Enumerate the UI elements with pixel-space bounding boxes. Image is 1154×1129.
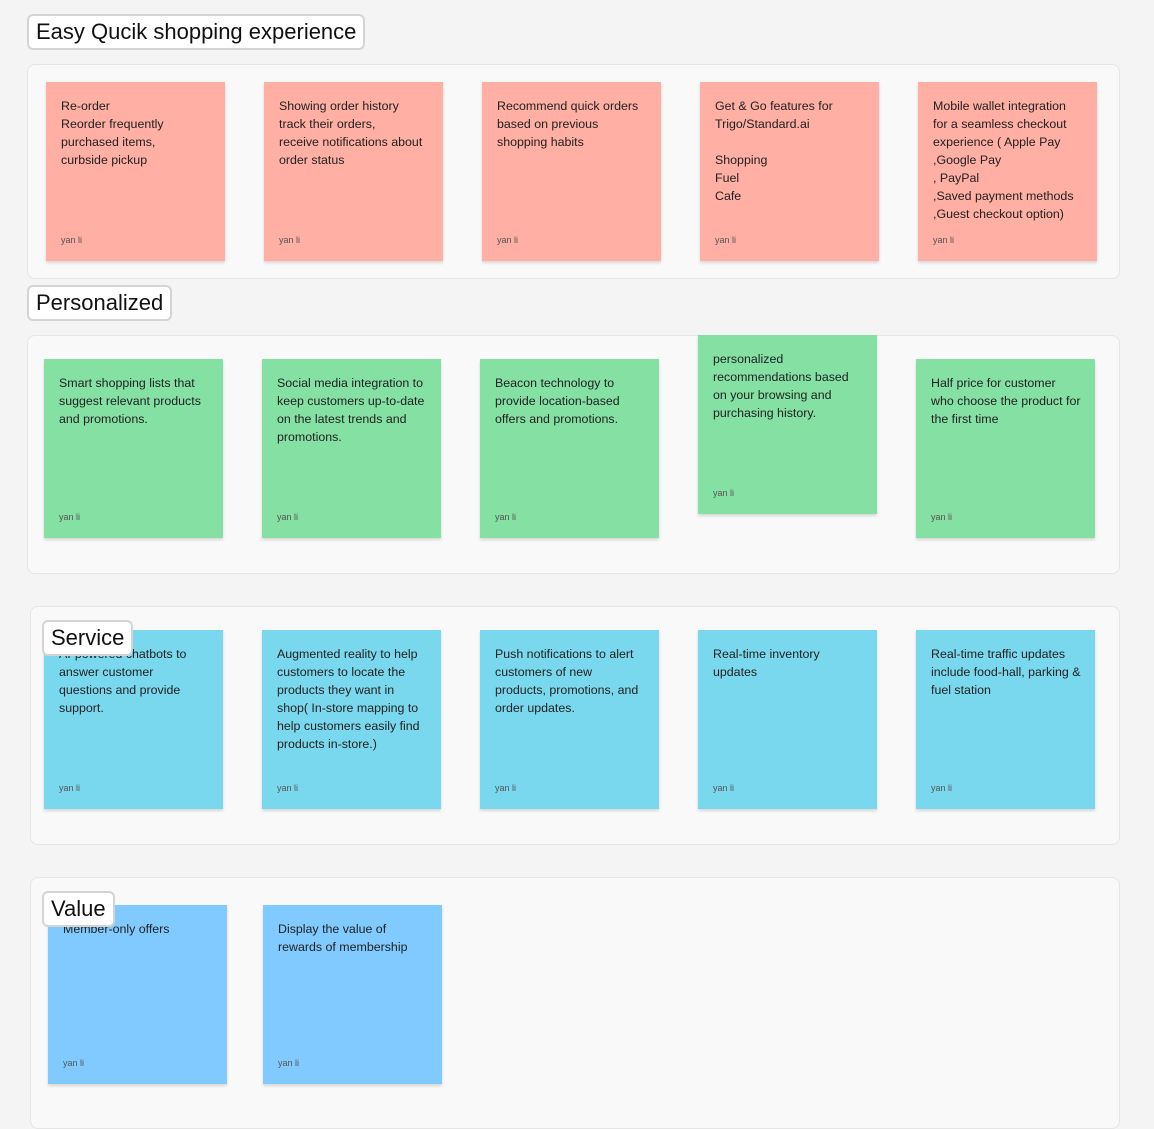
sticky-note-author: yan li [495,783,517,793]
sticky-note[interactable]: Augmented reality to help customers to l… [262,630,441,809]
sticky-note-author: yan li [59,783,81,793]
sticky-note-author: yan li [497,235,519,245]
sticky-note[interactable]: Mobile wallet integration for a seamless… [918,82,1097,261]
sticky-note-text: Real-time traffic updates include food-h… [931,647,1081,697]
sticky-note-author: yan li [713,488,735,498]
sticky-note-author: yan li [715,235,737,245]
sticky-note-author: yan li [59,512,81,522]
sticky-note[interactable]: AI-powered chatbots to answer customer q… [44,630,223,809]
sticky-note-text: Half price for customer who choose the p… [931,376,1081,426]
sticky-note-text: Social media integration to keep custome… [277,376,425,444]
sticky-note-text: Display the value of rewards of membersh… [278,922,408,954]
sticky-note-text: Showing order history track their orders… [279,99,423,167]
sticky-note[interactable]: Display the value of rewards of membersh… [263,905,442,1084]
sticky-note-author: yan li [933,235,955,245]
sticky-note-text: Smart shopping lists that suggest releva… [59,376,201,426]
sticky-note[interactable]: Push notifications to alert customers of… [480,630,659,809]
sticky-note-author: yan li [495,512,517,522]
sticky-note[interactable]: Re-order Reorder frequently purchased it… [46,82,225,261]
sticky-note-author: yan li [278,1058,300,1068]
sticky-note[interactable]: Recommend quick orders based on previous… [482,82,661,261]
sticky-note[interactable]: Real-time inventory updates yan li [698,630,877,809]
sticky-note-text: Re-order Reorder frequently purchased it… [61,99,164,167]
sticky-note-text: Real-time inventory updates [713,647,820,679]
sticky-note-author: yan li [713,783,735,793]
sticky-note[interactable]: Half price for customer who choose the p… [916,359,1095,538]
section-label-easy-quick-shopping[interactable]: Easy Qucik shopping experience [27,14,366,50]
section-label-personalized[interactable]: Personalized [27,285,173,321]
sticky-note-text: Beacon technology to provide location-ba… [495,376,620,426]
sticky-note[interactable]: Showing order history track their orders… [264,82,443,261]
sticky-note[interactable]: Member-only offers yan li [48,905,227,1084]
sticky-note-author: yan li [63,1058,85,1068]
section-label-value[interactable]: Value [42,891,115,927]
sticky-note-text: Recommend quick orders based on previous… [497,99,639,149]
sticky-note-text: Get & Go features for Trigo/Standard.ai … [715,99,833,203]
sticky-note[interactable]: Real-time traffic updates include food-h… [916,630,1095,809]
sticky-note-text: Mobile wallet integration for a seamless… [933,99,1074,221]
sticky-note-text: personalized recommendations based on yo… [713,352,849,420]
sticky-note-author: yan li [61,235,83,245]
sticky-note[interactable]: Beacon technology to provide location-ba… [480,359,659,538]
sticky-note-author: yan li [277,783,299,793]
section-label-service[interactable]: Service [42,620,134,656]
sticky-note-author: yan li [279,235,301,245]
sticky-note[interactable]: Get & Go features for Trigo/Standard.ai … [700,82,879,261]
sticky-note[interactable]: personalized recommendations based on yo… [698,335,877,514]
sticky-note-text: Augmented reality to help customers to l… [277,647,420,751]
sticky-note[interactable]: Social media integration to keep custome… [262,359,441,538]
sticky-note-text: Push notifications to alert customers of… [495,647,639,715]
sticky-note-author: yan li [277,512,299,522]
sticky-note[interactable]: Smart shopping lists that suggest releva… [44,359,223,538]
sticky-note-author: yan li [931,512,953,522]
sticky-note-author: yan li [931,783,953,793]
